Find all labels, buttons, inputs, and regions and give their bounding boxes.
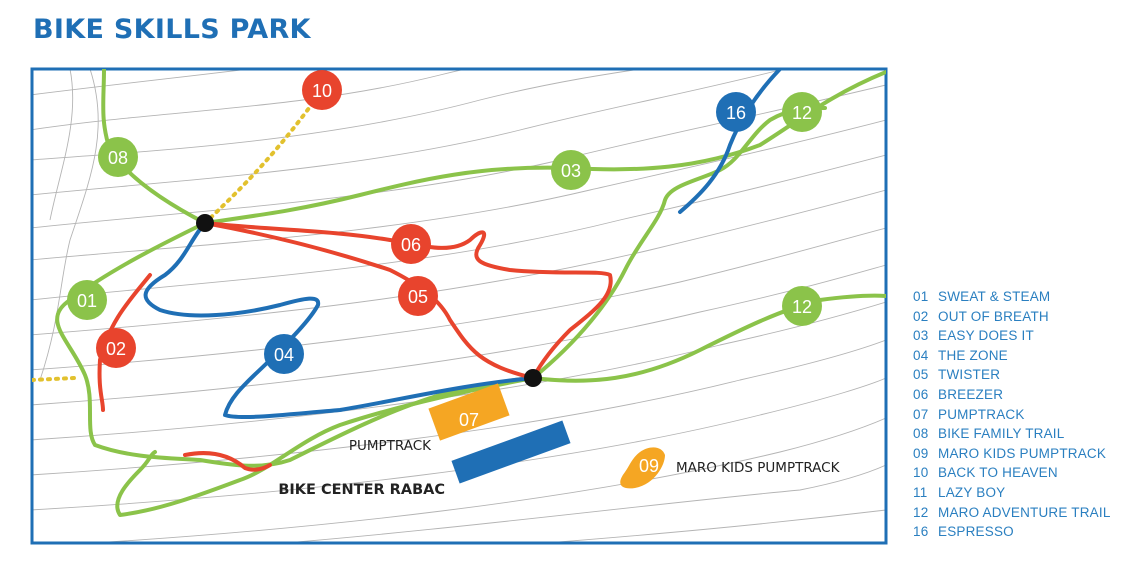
svg-text:12: 12 — [792, 103, 812, 123]
maro-kids-pumptrack-area — [620, 447, 665, 489]
svg-text:12: 12 — [792, 297, 812, 317]
svg-text:10: 10 — [312, 81, 332, 101]
trail-green-lower-loop — [115, 376, 535, 517]
junction-north — [196, 214, 214, 232]
marker-02: 02 — [96, 328, 136, 368]
map-frame — [30, 67, 888, 545]
marker-12-lower: 12 — [782, 286, 822, 326]
marker-12-upper: 12 — [782, 92, 822, 132]
dotted-connector — [32, 376, 77, 382]
maro-kids-label: MARO KIDS PUMPTRACK — [676, 460, 841, 476]
pumptrack-area — [428, 383, 510, 441]
bike-center-label: BIKE CENTER RABAC — [278, 482, 445, 498]
junction-south — [524, 369, 542, 387]
svg-text:09: 09 — [639, 456, 659, 476]
svg-text:16: 16 — [726, 103, 746, 123]
marker-01: 01 — [67, 280, 107, 320]
bike-center-building — [451, 420, 571, 484]
svg-text:04: 04 — [274, 345, 294, 365]
svg-text:05: 05 — [408, 287, 428, 307]
marker-06: 06 — [391, 224, 431, 264]
svg-text:07: 07 — [459, 410, 479, 430]
marker-10: 10 — [302, 70, 342, 110]
svg-text:06: 06 — [401, 235, 421, 255]
trail-06-breezer — [203, 221, 613, 380]
trail-10-back-to-heaven — [203, 88, 324, 225]
svg-text:08: 08 — [108, 148, 128, 168]
marker-07: 07 — [459, 410, 479, 430]
svg-text:03: 03 — [561, 161, 581, 181]
trail-12-maro-adventure-upper — [531, 106, 827, 380]
trail-12-maro-adventure-lower — [531, 293, 886, 383]
marker-05: 05 — [398, 276, 438, 316]
page-title: BIKE SKILLS PARK — [33, 14, 311, 45]
svg-text:02: 02 — [106, 339, 126, 359]
trail-red-connector — [183, 451, 272, 472]
marker-03: 03 — [551, 150, 591, 190]
marker-08: 08 — [98, 137, 138, 177]
trail-04-the-zone — [143, 221, 535, 420]
marker-16: 16 — [716, 92, 756, 132]
trail-16-espresso — [678, 69, 782, 214]
marker-09: 09 — [639, 456, 659, 476]
svg-text:01: 01 — [77, 291, 97, 311]
pumptrack-label: PUMPTRACK — [349, 438, 432, 454]
marker-04: 04 — [264, 334, 304, 374]
